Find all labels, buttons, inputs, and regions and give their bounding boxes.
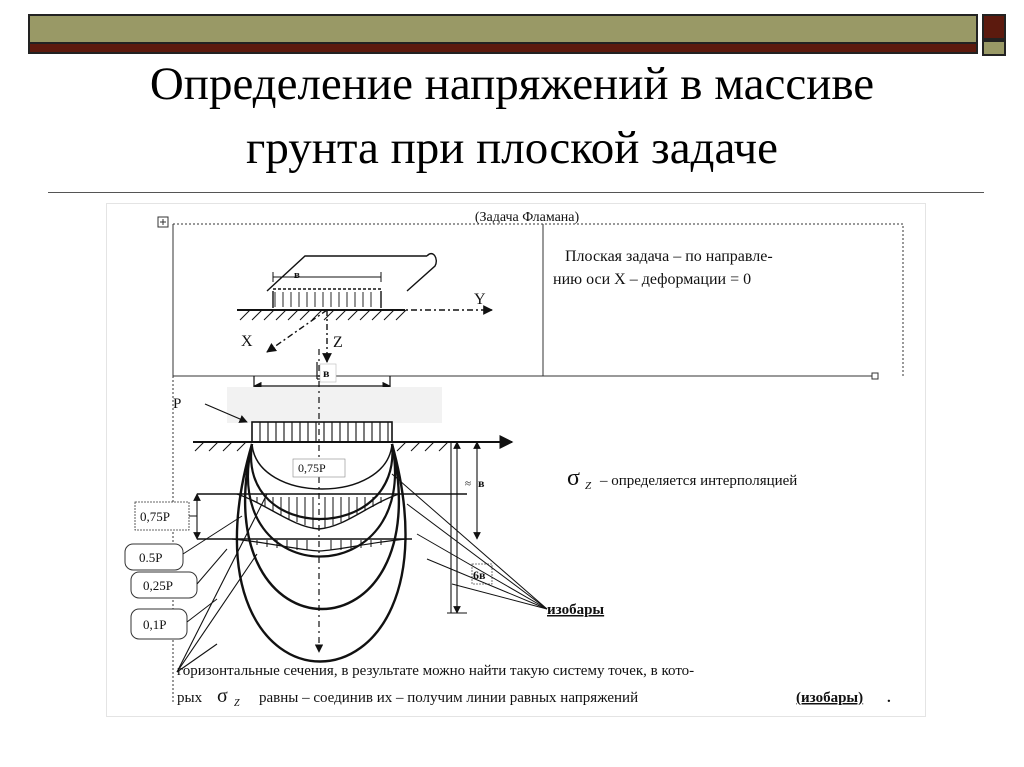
- label-box-025: [130, 571, 198, 599]
- top-decor-olive-stripe: [30, 16, 976, 44]
- ground-surface: [193, 435, 514, 452]
- top-decor-bar: [28, 14, 978, 54]
- isobars-pointer-lines: [391, 473, 548, 610]
- width-label-box: [319, 363, 337, 383]
- axis-label-x: X: [241, 333, 253, 350]
- label-box-05: [124, 543, 184, 571]
- title-divider: [48, 192, 984, 193]
- isobar-label-05: 0.5P: [139, 550, 162, 565]
- depth-label-b: в: [478, 476, 485, 490]
- isobar-label-025: 0,25P: [143, 578, 173, 593]
- isobar-value-labels: 0,75P 0.5P 0,25P 0,1P: [124, 501, 198, 640]
- sigma-subscript: Z: [585, 480, 592, 492]
- corner-decor-square-olive: [982, 40, 1006, 56]
- axis-label-y: Y: [474, 291, 486, 308]
- bottom-text-isobars: (изобары): [796, 690, 863, 706]
- isobars-label: изобары: [547, 602, 604, 618]
- bottom-sigma-symbol: σ: [217, 685, 228, 707]
- axis-label-z: Z: [333, 334, 343, 351]
- isobar-label-01: 0,1P: [143, 617, 166, 632]
- note-line-1: Плоская задача – по направле-: [565, 248, 773, 265]
- caption-flamant-problem: (Задача Фламана): [475, 210, 580, 225]
- label-box-01: [130, 608, 188, 640]
- slide-title-line-2: грунта при плоской задаче: [246, 122, 778, 174]
- bottom-sigma-subscript: Z: [234, 698, 240, 709]
- slide-title: Определение напряжений в массиве грунта …: [40, 52, 984, 180]
- note-line-2: нию оси X – деформации = 0: [553, 271, 751, 288]
- sigma-symbol: σ: [567, 465, 580, 491]
- isobar-label-075: 0,75P: [140, 509, 170, 524]
- isobar-inner-label-box: [292, 458, 346, 478]
- bottom-text-line-2-b: равны – соединив их – получим линии равн…: [259, 690, 638, 706]
- bottom-text-period: .: [887, 690, 891, 706]
- depth-dimensions: [193, 441, 481, 614]
- bottom-text-line-2-a: рых: [177, 690, 203, 706]
- object-anchor-icon: [157, 216, 169, 228]
- label-leader-lines: [182, 515, 243, 623]
- bottom-text-line-1: горизонтальные сечения, в результате мож…: [177, 663, 694, 679]
- load-pointer: [204, 403, 248, 423]
- flamant-diagram: (Задача Фламана) Плоская задача – по нап…: [124, 210, 904, 709]
- strip-load-sketch: [237, 252, 493, 363]
- stress-section-lower: [197, 538, 412, 552]
- corner-decor-square-dark: [982, 14, 1006, 40]
- load-label-p: P: [173, 396, 181, 412]
- isobar-inner-label: 0,75P: [298, 461, 326, 475]
- load-overlay-box: [227, 387, 442, 423]
- label-box-075: [134, 501, 190, 531]
- sections-pointer-lines: [176, 493, 268, 673]
- approx-sign: ≈: [465, 478, 471, 490]
- figure-frame: [172, 223, 904, 704]
- width-label-small: в: [294, 269, 300, 281]
- width-label-big: в: [323, 366, 330, 380]
- frame-handle: [871, 372, 879, 380]
- sigma-description: – определяется интерполяцией: [599, 473, 797, 489]
- strip-load-rect: [251, 421, 393, 443]
- slide-title-line-1: Определение напряжений в массиве: [149, 58, 875, 110]
- flamant-problem-figure: (Задача Фламана) Плоская задача – по нап…: [106, 203, 926, 717]
